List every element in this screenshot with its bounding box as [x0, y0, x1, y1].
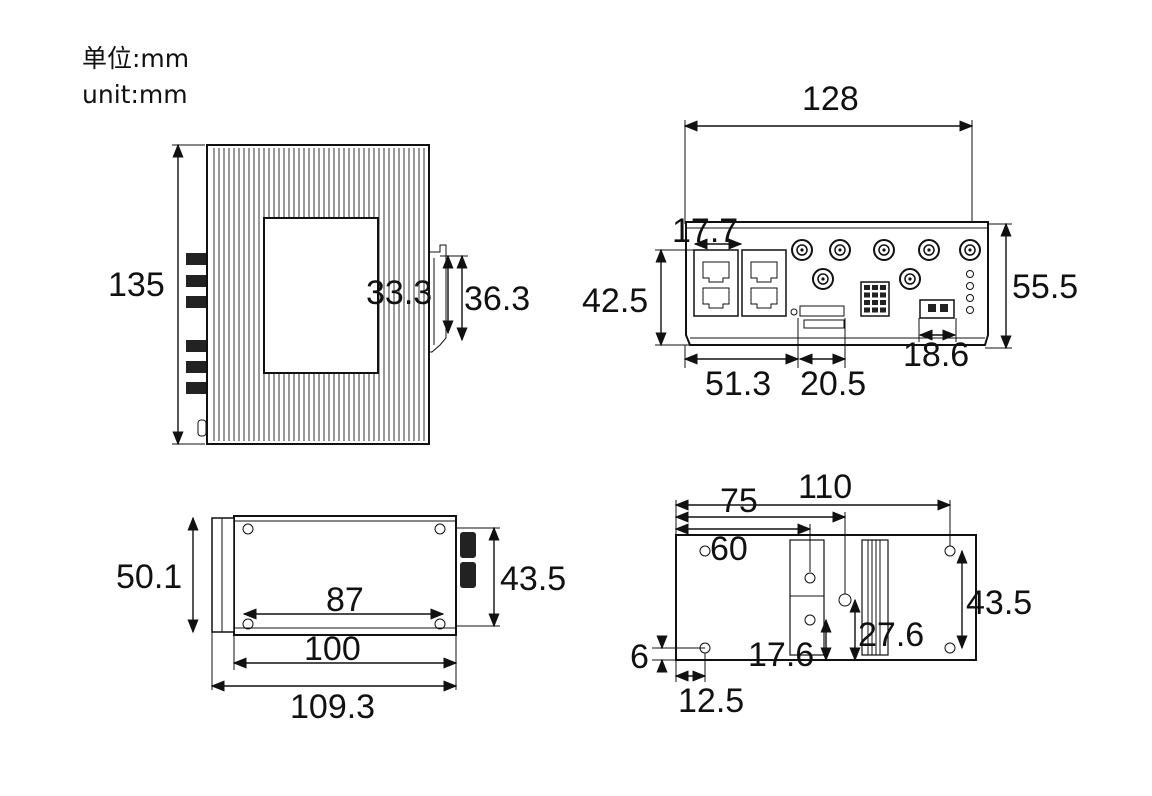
dim-75: 75 [720, 482, 758, 520]
rj45-port-icon [702, 261, 778, 309]
mounting-view: 110 75 60 43.5 27.6 17.6 6 12.5 [630, 468, 1032, 720]
dim-27-6: 27.6 [858, 616, 924, 654]
dim-12-5: 12.5 [678, 682, 744, 720]
dim-110: 110 [798, 468, 852, 506]
rj45-ports [693, 249, 787, 317]
bottom-view: 50.1 43.5 87 100 109.3 [116, 515, 566, 726]
label-plate [263, 217, 379, 374]
dim-100: 100 [304, 630, 361, 668]
dim-6: 6 [630, 638, 649, 676]
dim-135: 135 [108, 266, 165, 304]
unit-label-cn: 单位:mm [82, 44, 190, 73]
dim-51-3: 51.3 [705, 365, 771, 403]
power-connector [919, 299, 955, 319]
dim-42-5: 42.5 [582, 282, 648, 320]
dim-55-5: 55.5 [1012, 268, 1078, 306]
unit-label-en: unit:mm [82, 80, 188, 109]
screw-hole-icon [242, 523, 446, 630]
din-rail-clip [430, 244, 447, 353]
terminal-block [860, 281, 890, 317]
side-view: 135 33.3 36.3 [108, 143, 530, 446]
dim-20-5: 20.5 [800, 365, 866, 403]
dim-33-3: 33.3 [366, 274, 432, 312]
front-view: 128 [582, 80, 1078, 403]
sim-slot [790, 305, 845, 329]
dim-87: 87 [326, 581, 364, 619]
dim-109-3: 109.3 [290, 688, 375, 726]
dim-18-6: 18.6 [903, 336, 969, 374]
status-led-icon [966, 270, 974, 314]
side-connectors [186, 253, 207, 437]
bottom-antennas [460, 532, 476, 588]
dim-17-7: 17.7 [672, 212, 738, 250]
dim-43-5-mount: 43.5 [966, 584, 1032, 622]
dim-43-5-bottom: 43.5 [500, 560, 566, 598]
dim-50-1: 50.1 [116, 558, 182, 596]
dim-128: 128 [802, 80, 859, 118]
dim-36-3: 36.3 [464, 280, 530, 318]
dim-60: 60 [710, 530, 748, 568]
sma-antenna-connector-icon [791, 239, 981, 290]
dim-17-6: 17.6 [748, 636, 814, 674]
